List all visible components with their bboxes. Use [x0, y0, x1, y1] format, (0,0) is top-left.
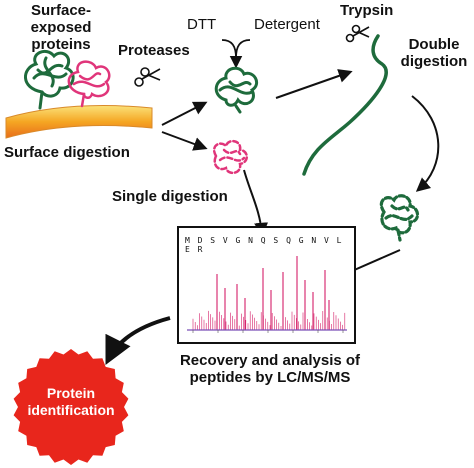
digested-protein-pink [212, 139, 248, 175]
recovery-line1: Recovery and analysis of [179, 352, 361, 369]
dtt-label: DTT [187, 16, 217, 33]
arrow-to-pink [161, 131, 208, 151]
ms-spectrum-panel: M D S V G N Q S Q G N V L E R [177, 226, 356, 344]
ms-spectrum-plot [187, 256, 347, 333]
arrow-to-trypsin [275, 69, 353, 99]
scissors-icon [134, 67, 161, 87]
surface-protein-green [24, 50, 75, 110]
surface-digestion-label: Surface digestion [4, 144, 130, 161]
single-digestion-label: Single digestion [112, 188, 228, 205]
arrow-to-green [161, 101, 208, 126]
surface-exposed-line2: proteins [31, 36, 91, 53]
surface-protein-pink [67, 60, 111, 108]
recovery-line2: peptides by LC/MS/MS [189, 369, 351, 386]
protein-identification-label: Protein identification [11, 385, 131, 419]
unfolded-protein-green [302, 34, 388, 176]
surface-exposed-proteins-label: Surface-exposed proteins [2, 2, 120, 53]
surface-exposed-line1: Surface-exposed [30, 2, 92, 36]
double-digestion-line2: digestion [400, 53, 468, 70]
protein-identification-line2: identification [27, 402, 115, 418]
recovery-analysis-label: Recovery and analysis of peptides by LC/… [150, 352, 390, 386]
double-digestion-label: Double digestion [394, 36, 474, 70]
proteases-label: Proteases [118, 42, 190, 59]
arrow-to-identification [105, 316, 171, 366]
identification-badge-shape [13, 349, 129, 465]
peptide-sequence: M D S V G N Q S Q G N V L E R [185, 236, 343, 254]
scissors-icon [345, 24, 370, 43]
double-digestion-line1: Double [408, 36, 460, 53]
arrow-double-digestion [411, 95, 440, 192]
detergent-label: Detergent [254, 16, 320, 33]
digested-protein-green [379, 194, 420, 242]
protein-identification-line1: Protein [46, 385, 96, 401]
protein-identification-badge: Protein identification [11, 346, 131, 466]
trypsin-label: Trypsin [340, 2, 394, 19]
arrow-dtt-detergent [221, 39, 251, 66]
arrow-single-to-ms [243, 169, 269, 237]
released-protein-green [214, 66, 258, 114]
cell-membrane [5, 105, 153, 139]
